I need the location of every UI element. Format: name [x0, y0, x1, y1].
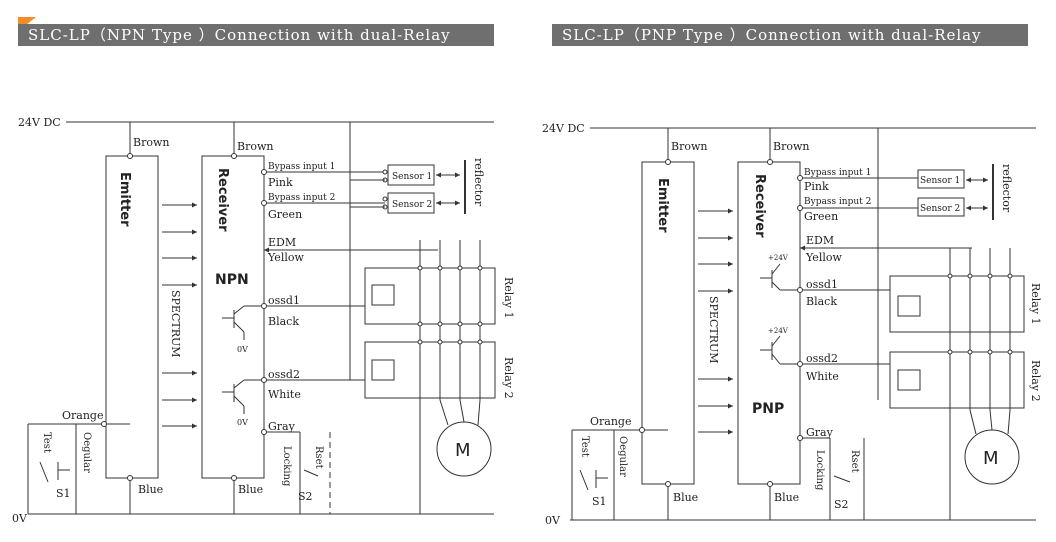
svg-text:ossd1: ossd1 — [806, 278, 838, 291]
svg-text:ossd2: ossd2 — [268, 368, 300, 381]
svg-text:ossd2: ossd2 — [806, 352, 838, 365]
npn-transistor-2: 0V — [222, 379, 264, 427]
svg-text:Yellow: Yellow — [267, 251, 304, 264]
svg-text:Locking: Locking — [281, 446, 292, 487]
relay-1-block-right — [889, 275, 1025, 333]
svg-text:Sensor 1: Sensor 1 — [392, 172, 432, 182]
npn-diagram: 24V DC 0V Emitter Brown Blue SPECTRUM Re… — [12, 116, 515, 525]
svg-text:White: White — [268, 388, 301, 401]
svg-text:0V: 0V — [237, 345, 248, 354]
svg-text:Yellow: Yellow — [805, 251, 842, 264]
svg-text:Bypass input 2: Bypass input 2 — [804, 197, 871, 207]
svg-text:0V: 0V — [237, 418, 248, 427]
s2-label: S2 — [298, 490, 313, 503]
svg-text:Brown: Brown — [773, 140, 809, 153]
svg-text:SPECTRUM: SPECTRUM — [707, 296, 720, 364]
relay-contacts — [417, 240, 483, 400]
receiver-brown-label: Brown — [237, 140, 273, 153]
corner-accent — [18, 17, 36, 25]
svg-text:EDM: EDM — [268, 236, 296, 249]
reflector-label: reflector — [472, 158, 485, 207]
svg-text:Black: Black — [806, 295, 837, 308]
svg-text:reflector: reflector — [1000, 164, 1013, 213]
svg-text:Gray: Gray — [806, 426, 834, 439]
sensor-2 — [387, 192, 435, 214]
emitter-brown-label: Brown — [133, 136, 169, 149]
relay-2-block-right — [889, 351, 1025, 409]
svg-text:PNP: PNP — [752, 401, 784, 417]
svg-text:Brown: Brown — [671, 140, 707, 153]
svg-text:Rset: Rset — [849, 450, 860, 473]
relay-1-block — [364, 267, 496, 325]
receiver-box-right — [737, 161, 801, 485]
light-beams — [162, 202, 197, 429]
svg-text:Sensor 2: Sensor 2 — [920, 204, 960, 214]
supply-label: 24V DC — [18, 116, 61, 129]
svg-text:Green: Green — [804, 210, 838, 223]
svg-text:EDM: EDM — [806, 234, 834, 247]
receiver-box — [201, 155, 265, 479]
right-title-banner: SLC-LP（PNP Type ）Connection with dual-Re… — [552, 24, 1028, 46]
svg-text:M: M — [983, 448, 999, 469]
svg-text:Oegular: Oegular — [617, 436, 628, 477]
sensor-1-right — [917, 169, 965, 189]
sensor-1 — [387, 164, 435, 186]
svg-text:White: White — [806, 370, 839, 383]
receiver-blue-label: Blue — [238, 483, 263, 496]
svg-text:S1: S1 — [592, 495, 607, 508]
svg-text:Emitter: Emitter — [655, 178, 670, 233]
svg-text:Locking: Locking — [814, 450, 825, 491]
pnp-transistor-1: +24V — [760, 254, 800, 291]
svg-text:Rset: Rset — [313, 446, 324, 469]
type-label: NPN — [215, 272, 249, 288]
receiver-label: Receiver — [215, 168, 230, 232]
svg-text:Receiver: Receiver — [752, 174, 767, 238]
pnp-diagram: 24V DC 0V Emitter Brown Blue SPECTRUM Re… — [542, 122, 1042, 527]
s1-switch — [39, 461, 49, 483]
svg-text:Pink: Pink — [804, 180, 829, 193]
ground-label: 0V — [12, 512, 28, 525]
svg-text:Gray: Gray — [268, 420, 296, 433]
pnp-transistor-2: +24V — [760, 327, 800, 365]
svg-text:Pink: Pink — [268, 176, 293, 189]
svg-text:0V: 0V — [545, 514, 561, 527]
svg-text:S2: S2 — [834, 498, 849, 511]
svg-text:Test: Test — [579, 436, 590, 457]
svg-text:Relay 1: Relay 1 — [1029, 283, 1042, 325]
relay-2-label: Relay 2 — [502, 357, 515, 399]
svg-text:Sensor 1: Sensor 1 — [920, 176, 960, 186]
svg-text:Orange: Orange — [590, 415, 631, 428]
svg-text:Bypass input 1: Bypass input 1 — [268, 162, 335, 172]
spectrum-label: SPECTRUM — [169, 290, 182, 358]
emitter-label: Emitter — [117, 172, 132, 227]
relay-2-block — [364, 341, 496, 399]
svg-text:M: M — [455, 440, 471, 461]
svg-text:+24V: +24V — [768, 327, 789, 335]
svg-text:Oegular: Oegular — [81, 432, 92, 473]
npn-transistor-1: 0V — [222, 305, 264, 354]
svg-text:Green: Green — [268, 208, 302, 221]
svg-text:24V DC: 24V DC — [542, 122, 585, 135]
s1-label: S1 — [56, 487, 71, 500]
svg-text:Relay 2: Relay 2 — [1029, 360, 1042, 402]
svg-text:Test: Test — [41, 432, 52, 453]
svg-text:ossd1: ossd1 — [268, 294, 300, 307]
light-beams-right — [698, 208, 733, 435]
svg-text:Bypass input 1: Bypass input 1 — [804, 168, 871, 178]
emitter-blue-label: Blue — [138, 483, 163, 496]
svg-text:Sensor 2: Sensor 2 — [392, 200, 432, 210]
sensor-2-right — [917, 197, 965, 217]
svg-text:+24V: +24V — [768, 254, 789, 262]
svg-text:Orange: Orange — [62, 409, 103, 422]
left-title-banner: SLC-LP（NPN Type ）Connection with dual-Re… — [18, 24, 494, 46]
svg-text:Blue: Blue — [774, 491, 799, 504]
svg-text:Bypass input 2: Bypass input 2 — [268, 193, 335, 203]
svg-text:Black: Black — [268, 315, 299, 328]
relay-1-label: Relay 1 — [502, 277, 515, 319]
svg-text:Blue: Blue — [673, 491, 698, 504]
